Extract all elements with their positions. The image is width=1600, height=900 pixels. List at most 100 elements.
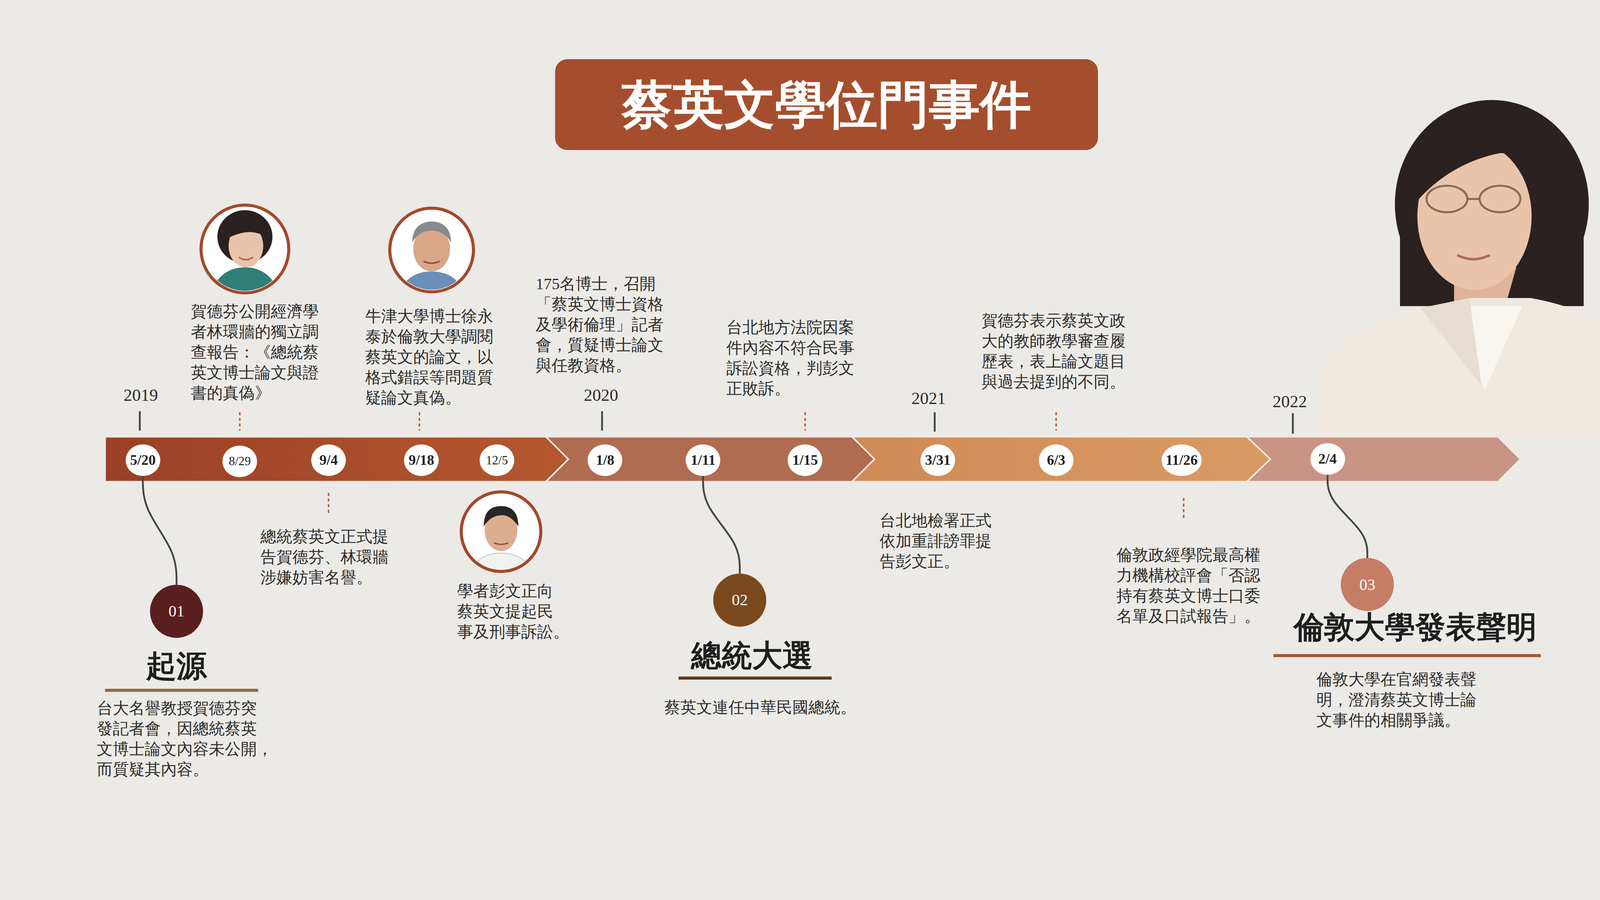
date-text: 1/8 <box>596 452 615 469</box>
callout-number: 02 <box>713 573 767 627</box>
portrait-hair <box>483 506 519 527</box>
heading-underline <box>105 688 259 692</box>
leader-line <box>1182 498 1185 521</box>
circle-outline <box>150 584 204 638</box>
year-ticks <box>139 411 1293 434</box>
portrait-mouth <box>423 261 440 264</box>
leader-lines <box>239 412 1184 521</box>
text-line: 蔡英文提起民 <box>457 601 570 622</box>
title-text: 蔡英文學位門事件 <box>621 76 1032 134</box>
leader-line <box>1055 412 1057 431</box>
date-text: 12/5 <box>486 453 508 468</box>
section-heading: 起源 <box>146 649 207 684</box>
circle-outline <box>713 573 767 627</box>
date-marker: 1/15 <box>787 444 823 476</box>
circle-outline <box>311 444 346 476</box>
date-marker: 1/11 <box>685 444 721 476</box>
text-line: 賀德芬表示蔡英文政 <box>981 310 1126 331</box>
date-text: 3/31 <box>924 452 951 469</box>
circle-outline <box>1340 558 1394 612</box>
text-line: 「蔡英文博士資格 <box>535 294 664 315</box>
text-line: 及學術倫理」記者 <box>535 314 664 335</box>
text-line: 總統蔡英文正式提 <box>260 526 389 547</box>
title-box <box>555 59 1098 150</box>
year-label: 2022 <box>1272 390 1307 412</box>
timeline-segment <box>852 436 1271 482</box>
circle-outline <box>587 444 623 476</box>
circle-outline <box>1310 443 1346 475</box>
leader-line <box>418 412 421 431</box>
text-line: 查報告：《總統蔡 <box>190 342 319 363</box>
section-heading: 總統大選 <box>691 639 813 674</box>
text-line: 書的真偽》 <box>190 382 319 404</box>
text-line: 持有蔡英文博士口委 <box>1116 585 1261 606</box>
portrait-lapel <box>1420 298 1482 386</box>
president-portrait <box>1316 100 1600 437</box>
text-line: 正敗訴。 <box>726 378 855 399</box>
glasses-lens <box>1479 185 1521 212</box>
portrait-hair <box>1394 100 1589 308</box>
event-note: 賀德芬表示蔡英文政 大的教師教學審查履 歷表，表上論文題目 與過去提到的不同。 <box>981 310 1126 392</box>
circle-outline <box>404 444 439 476</box>
connector-curve <box>703 476 740 574</box>
leader-line <box>328 492 330 514</box>
event-note: 總統蔡英文正式提 告賀德芬、林環牆 涉嫌妨害名譽。 <box>260 526 389 588</box>
portrait-hair <box>412 221 452 244</box>
glasses-lens <box>1426 185 1468 212</box>
text-line: 台大名譽教授賀德芬突 <box>96 698 273 719</box>
text-line: 訴訟資格，判彭文 <box>726 358 855 379</box>
event-note: 台北地方法院因案 件內容不符合民事 訴訟資格，判彭文 正敗訴。 <box>726 317 855 399</box>
timeline-segment <box>546 436 875 482</box>
circle-outline <box>920 444 956 476</box>
text-line: 涉嫌妨害名譽。 <box>260 567 389 588</box>
text-line: 泰於倫敦大學調閱 <box>365 326 494 347</box>
text-line: 而質疑其內容。 <box>96 759 273 780</box>
text-line: 者林環牆的獨立調 <box>190 321 319 342</box>
text-line: 英文博士論文與證 <box>190 362 319 383</box>
date-text: 8/29 <box>228 454 251 469</box>
year-tick <box>138 411 141 431</box>
portrait-hair <box>226 220 266 239</box>
date-marker: 11/26 <box>1161 444 1202 476</box>
section-body: 蔡英文連任中華民國總統。 <box>664 696 857 718</box>
callout-number: 03 <box>1340 558 1394 612</box>
heading-underline <box>678 676 832 680</box>
date-marker: 2/4 <box>1310 443 1346 475</box>
leader-line <box>804 412 806 431</box>
event-note: 台北地檢署正式 依加重誹謗罪提 告彭文正。 <box>879 510 992 572</box>
text-line: 告賀德芬、林環牆 <box>260 546 389 568</box>
date-marker: 6/3 <box>1038 444 1074 476</box>
text-line: 會，質疑博士論文 <box>535 334 664 356</box>
event-note: 賀德芬公開經濟學 者林環牆的獨立調 查報告：《總統蔡 英文博士論文與證 書的真偽… <box>190 301 319 404</box>
timeline-segment <box>1246 436 1521 482</box>
text-line: 力機構校評會「否認 <box>1116 565 1261 586</box>
text-line: 依加重誹謗罪提 <box>879 530 992 552</box>
circle-outline <box>222 445 258 478</box>
portrait-ring <box>461 492 541 572</box>
date-marker: 1/8 <box>587 444 623 476</box>
text-line: 學者彭文正向 <box>457 580 570 602</box>
portrait-photo <box>389 208 474 296</box>
text-line: 發記者會，因總統蔡英 <box>96 718 273 739</box>
circle-outline <box>479 444 515 476</box>
circle-outline <box>1038 444 1074 476</box>
heading-underline <box>1273 654 1541 658</box>
text-line: 名單及口試報告」。 <box>1116 606 1261 627</box>
portrait-mouth <box>494 542 509 545</box>
year-label: 2019 <box>123 384 158 406</box>
circle-outline <box>787 444 823 476</box>
text-line: 牛津大學博士徐永 <box>365 306 494 327</box>
date-marker: 5/20 <box>125 444 161 476</box>
date-text: 1/11 <box>690 452 716 469</box>
date-marker: 8/29 <box>222 445 258 478</box>
section-body: 倫敦大學在官網發表聲 明，澄清蔡英文博士論 文事件的相關爭議。 <box>1316 669 1477 731</box>
text-line: 疑論文真偽。 <box>365 387 494 408</box>
section-body: 台大名譽教授賀德芬突 發記者會，因總統蔡英 文博士論文內容未公開， 而質疑其內容… <box>96 698 273 780</box>
callout-text: 03 <box>1359 575 1376 594</box>
date-text: 6/3 <box>1046 452 1066 469</box>
date-text: 2/4 <box>1318 450 1337 468</box>
portrait-ring <box>201 205 289 293</box>
section-heading: 倫敦大學發表聲明 <box>1293 610 1537 645</box>
event-note: 175名博士，召開 「蔡英文博士資格 及學術倫理」記者 會，質疑博士論文 與任教… <box>535 273 664 376</box>
portrait-hair <box>1414 116 1580 204</box>
